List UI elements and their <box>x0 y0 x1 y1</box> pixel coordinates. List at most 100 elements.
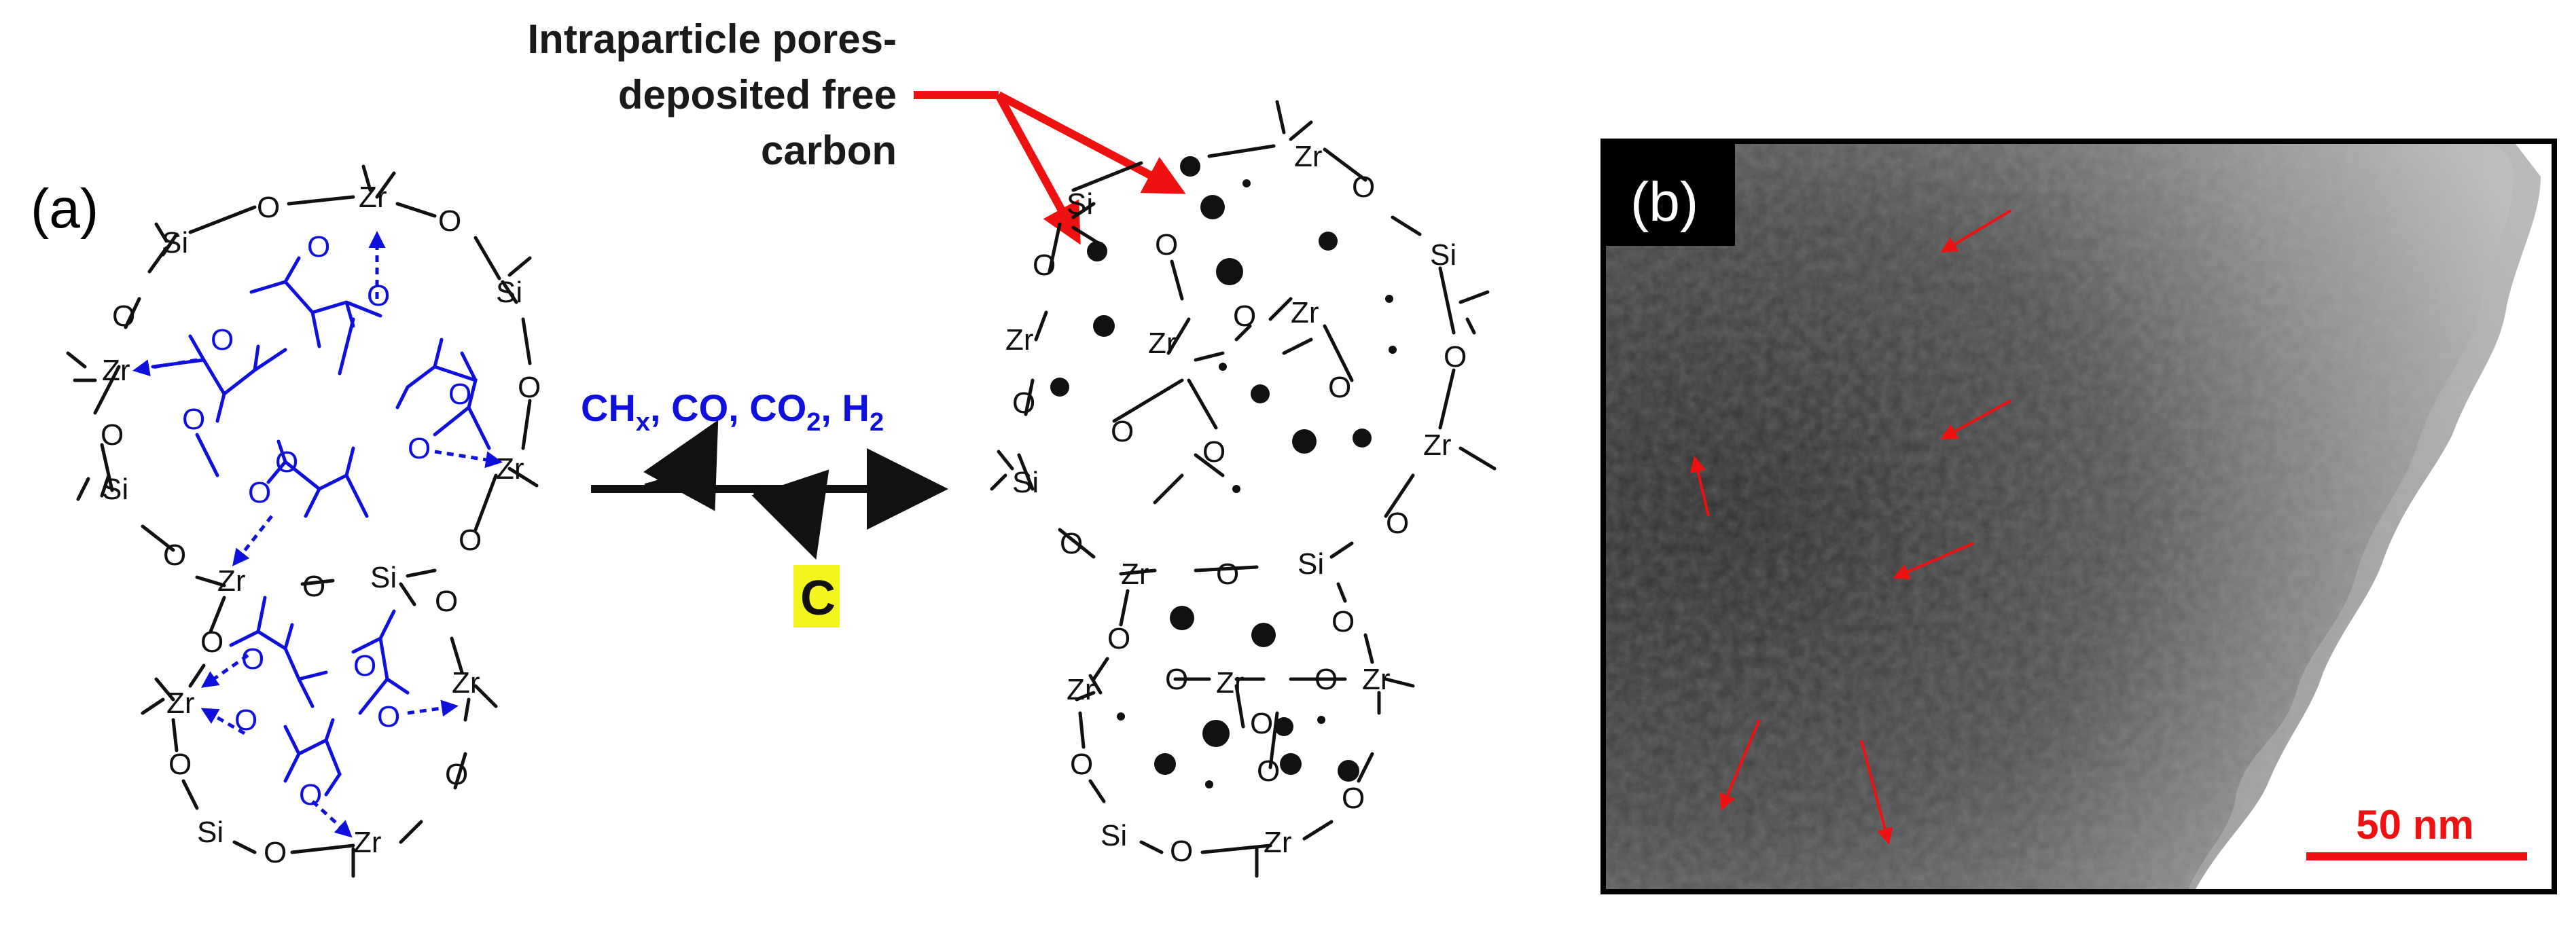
right-upper-carbon-dots <box>1050 156 1397 493</box>
annotation-arrows <box>914 91 1186 245</box>
atom-o: O <box>163 539 186 572</box>
gas-h: , H <box>821 386 870 429</box>
gas-co: , CO, CO <box>650 386 806 429</box>
atom-o: O <box>1216 558 1239 591</box>
atom-o: O <box>435 585 458 618</box>
annotation-line-1: Intraparticle pores- <box>528 16 897 62</box>
atom-o: O <box>1155 228 1178 261</box>
ligand-o: O <box>182 403 205 436</box>
atom-zr: Zr <box>102 354 130 387</box>
atom-o: O <box>1328 371 1351 404</box>
left-lower-cage-bonds <box>141 582 498 878</box>
atom-o: O <box>1202 435 1226 469</box>
panel-b-label: (b) <box>1630 171 1698 233</box>
atom-o: O <box>1386 507 1409 540</box>
atom-zr: Zr <box>353 826 382 859</box>
gases-label: CHx, CO, CO2, H2 <box>581 386 884 437</box>
atom-o: O <box>112 299 135 333</box>
atom-o: O <box>459 524 482 557</box>
left-upper-cage-bonds <box>66 164 539 587</box>
right-upper-cage-bonds <box>990 100 1497 576</box>
atom-o: O <box>302 570 325 603</box>
atom-o: O <box>1314 663 1338 696</box>
ligand-o: O <box>248 476 271 509</box>
atom-o: O <box>1250 707 1273 740</box>
tem-red-arrows <box>1689 209 2012 845</box>
scale-bar-label: 50 nm <box>2356 802 2473 848</box>
atom-si: Si <box>162 226 188 259</box>
annotation-text: Intraparticle pores- deposited free carb… <box>528 16 897 173</box>
atom-si: Si <box>370 561 397 594</box>
atom-si: Si <box>1430 238 1456 272</box>
atom-o: O <box>1060 527 1083 560</box>
atom-o: O <box>1352 170 1375 204</box>
atom-o: O <box>438 204 461 238</box>
ligand-o: O <box>367 279 390 312</box>
atom-o: O <box>518 371 541 404</box>
scale-bar: 50 nm <box>2306 802 2527 860</box>
ligand-o: O <box>299 778 322 812</box>
atom-o: O <box>1342 782 1365 815</box>
annotation-line-2: deposited free <box>618 72 897 117</box>
gas-ch: CH <box>581 386 636 429</box>
atom-o: O <box>200 625 223 659</box>
ligand-o: O <box>307 230 330 263</box>
atom-zr: Zr <box>217 564 246 598</box>
ligand-o: O <box>234 704 257 737</box>
atom-o: O <box>1444 340 1467 374</box>
ligand-o: O <box>275 446 298 479</box>
atom-zr: Zr <box>1148 327 1177 360</box>
tem-frame <box>1600 139 2557 894</box>
atom-o: O <box>1233 299 1256 333</box>
atom-zr: Zr <box>452 666 480 699</box>
carbon-highlight <box>793 565 840 628</box>
ligand-o: O <box>211 323 234 357</box>
atom-o: O <box>1033 249 1056 282</box>
atom-o: O <box>1165 663 1188 696</box>
atom-zr: Zr <box>166 687 195 720</box>
atom-o: O <box>168 748 192 781</box>
left-upper-ligands <box>132 231 503 566</box>
atom-o: O <box>257 191 280 224</box>
gas-sub-2b: 2 <box>870 408 884 437</box>
atom-si: Si <box>1298 547 1324 581</box>
atom-zr: Zr <box>1291 296 1319 329</box>
carbon-product: C <box>800 571 836 625</box>
panel-b-label-box <box>1606 144 1735 246</box>
gas-sub-2: 2 <box>806 408 821 437</box>
atom-zr: Zr <box>1423 429 1452 462</box>
atom-zr: Zr <box>359 181 387 214</box>
ligand-o: O <box>448 378 471 411</box>
atom-o: O <box>1070 748 1093 781</box>
gas-sub-x: x <box>636 408 650 437</box>
annotation-line-3: carbon <box>761 128 897 173</box>
atom-zr: Zr <box>1294 140 1323 173</box>
right-lower-carbon-dots <box>1117 606 1359 788</box>
atom-zr: Zr <box>1121 558 1149 591</box>
atom-zr: Zr <box>1362 663 1391 696</box>
atom-o: O <box>1170 835 1193 868</box>
ligand-o: O <box>377 700 400 733</box>
ligand-o: O <box>241 642 264 676</box>
atom-o: O <box>445 758 468 791</box>
atom-zr: Zr <box>1067 673 1095 706</box>
atom-zr: Zr <box>1264 826 1292 859</box>
atom-o: O <box>1012 386 1035 420</box>
tem-image: (b) <box>1600 139 2557 894</box>
atom-si: Si <box>1101 819 1127 852</box>
atom-si: Si <box>496 276 522 309</box>
ligand-o: O <box>353 649 376 683</box>
atom-o: O <box>264 836 287 869</box>
panel-a-label: (a) <box>31 178 99 240</box>
atom-o: O <box>1331 605 1355 638</box>
right-lower-cage-bonds <box>1075 582 1415 878</box>
atom-o: O <box>101 418 124 452</box>
atom-o: O <box>1107 622 1130 655</box>
left-lower-ligands <box>200 596 459 838</box>
scale-bar-line <box>2306 852 2527 860</box>
ligand-o: O <box>408 432 431 465</box>
atom-si: Si <box>102 473 128 506</box>
atom-si: Si <box>197 816 223 849</box>
